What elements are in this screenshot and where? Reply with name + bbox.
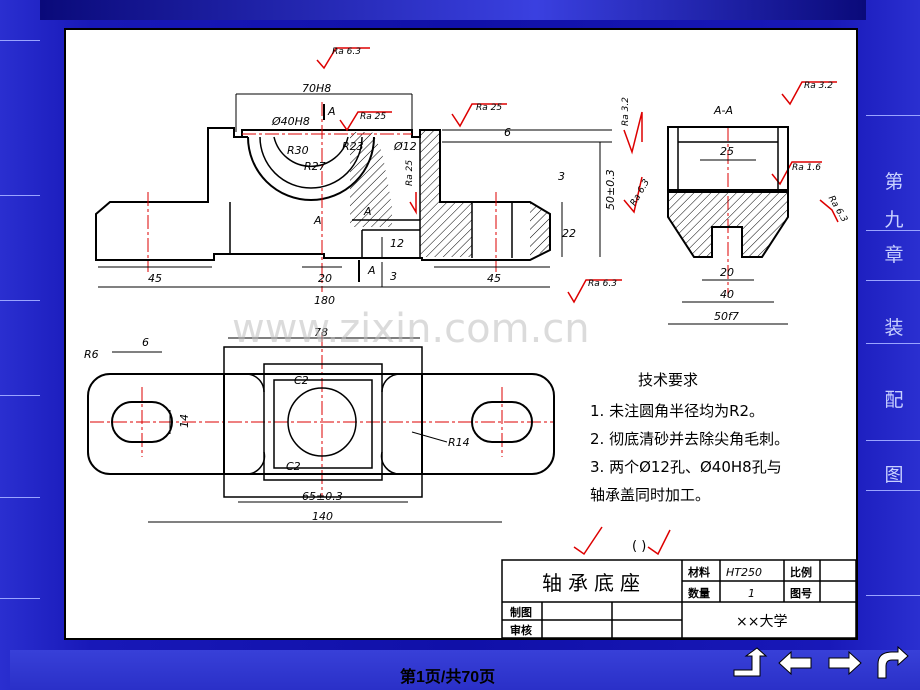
next-arrow-icon[interactable] — [826, 646, 864, 680]
tech-req-heading: 技术要求 — [638, 371, 698, 389]
chapter-char: 第 — [884, 171, 904, 193]
title-block — [501, 559, 856, 638]
cut-mark: A — [363, 205, 372, 218]
roughness-label: Ra 25 — [360, 112, 386, 122]
cut-mark: A — [367, 264, 376, 277]
dim-label: 20 — [318, 272, 332, 285]
dim-label: R30 — [287, 144, 309, 157]
tb-label: 审核 — [510, 623, 532, 637]
dim-label: R6 — [84, 348, 99, 361]
dim-label: 65±0.3 — [302, 490, 343, 503]
dim-label: 6 — [142, 336, 149, 349]
dim-label: Ø40H8 — [271, 115, 310, 128]
dim-label: 20 — [720, 266, 734, 279]
dim-label: 180 — [314, 294, 335, 307]
tb-org: ××大学 — [736, 614, 787, 630]
tb-label: 数量 — [688, 586, 710, 600]
bottom-nav-band — [10, 650, 920, 690]
roughness-label: Ra 6.3 — [629, 178, 652, 208]
roughness-label: Ra 6.3 — [588, 279, 617, 289]
chapter-char: 图 — [884, 464, 904, 486]
chapter-char: 配 — [884, 389, 904, 411]
dim-label: 22 — [562, 227, 576, 240]
cut-mark: A — [313, 214, 322, 227]
engineering-drawing: 70H8 Ø40H8 R30 R27 R23 Ø12 6 3 50±0.3 22… — [84, 47, 856, 638]
dim-label: 45 — [487, 272, 501, 285]
page-indicator: 第1页/共70页 — [400, 669, 496, 686]
chapter-sidebar: 第 九 章 装 配 图 — [866, 105, 920, 645]
section-label: A-A — [713, 104, 733, 117]
watermark: www.zixin.com.cn — [232, 306, 590, 352]
front-view — [95, 127, 551, 261]
prev-arrow-icon[interactable] — [776, 646, 814, 680]
cut-mark: A — [327, 105, 336, 118]
drawing-title: 轴承底座 — [542, 571, 646, 595]
dim-label: 140 — [312, 510, 333, 523]
dim-label: 78 — [314, 326, 328, 339]
tb-value: HT250 — [726, 566, 762, 579]
tb-label: 图号 — [790, 587, 812, 600]
roughness-label: Ra 3.2 — [621, 97, 631, 126]
dim-label: 3 — [558, 170, 565, 183]
dim-label: R27 — [304, 160, 326, 173]
dim-label: C2 — [294, 374, 309, 387]
roughness-label: Ra 25 — [476, 103, 502, 113]
roughness-label: Ra 6.3 — [332, 47, 361, 57]
tech-req-item: 3. 两个Ø12孔、Ø40H8孔与 — [590, 458, 782, 476]
roughness-label: Ra 25 — [405, 160, 415, 186]
dim-label: 25 — [720, 145, 734, 158]
side-section — [667, 126, 789, 258]
tb-value: 1 — [748, 587, 755, 600]
dim-label: 12 — [390, 237, 404, 250]
tech-req-item: 轴承盖同时加工。 — [590, 486, 710, 504]
chapter-char: 装 — [884, 317, 904, 339]
tb-label: 材料 — [688, 565, 710, 579]
dim-label: R14 — [448, 436, 470, 449]
tb-label: 制图 — [510, 605, 532, 619]
dim-label: 70H8 — [302, 82, 331, 95]
dim-label: R23 — [342, 140, 364, 153]
chapter-char: 九 — [884, 209, 904, 231]
tb-label: 比例 — [790, 565, 812, 579]
dim-label: C2 — [286, 460, 301, 473]
dim-label: Ø12 — [393, 140, 417, 153]
dim-label: 50±0.3 — [604, 169, 617, 210]
other-surface-note: ( ) — [632, 539, 646, 554]
return-icon[interactable] — [730, 646, 768, 680]
roughness-label: Ra 1.6 — [792, 163, 821, 173]
dim-label: 50f7 — [714, 310, 739, 323]
dim-label: 3 — [390, 270, 397, 283]
tech-req-item: 1. 未注圆角半径均为R2。 — [590, 402, 764, 420]
roughness-label: Ra 3.2 — [804, 81, 833, 91]
tech-req-item: 2. 彻底清砂并去除尖角毛刺。 — [590, 430, 789, 448]
dim-label: 14 — [178, 414, 191, 428]
dim-label: 45 — [148, 272, 162, 285]
chapter-char: 章 — [884, 244, 904, 266]
plan-view — [87, 346, 555, 498]
dim-label: 6 — [504, 126, 511, 139]
drawing-sheet: 70H8 Ø40H8 R30 R27 R23 Ø12 6 3 50±0.3 22… — [64, 28, 858, 640]
back-turn-icon[interactable] — [872, 646, 910, 680]
dim-label: 40 — [720, 288, 734, 301]
top-title-band — [40, 0, 866, 20]
